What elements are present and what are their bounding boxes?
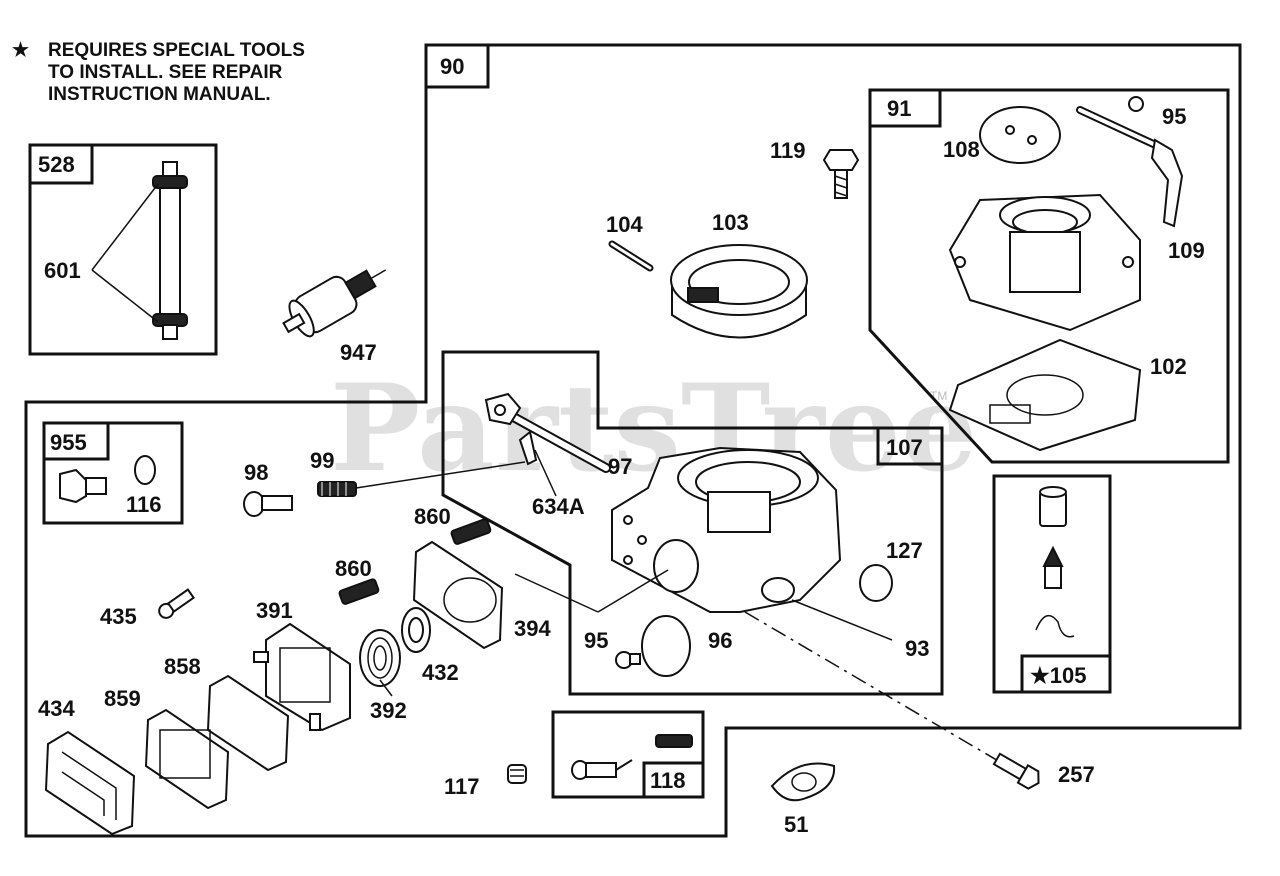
group-105-label: ★105 xyxy=(1030,663,1086,688)
part-98-label[interactable]: 98 xyxy=(244,460,268,485)
spring-392-icon xyxy=(359,629,401,687)
part-93-label[interactable]: 93 xyxy=(905,636,929,661)
float-103-icon xyxy=(670,244,808,339)
screw-119-icon xyxy=(822,149,860,199)
group-528-box[interactable]: 528 xyxy=(28,143,218,356)
note-line-1: REQUIRES SPECIAL TOOLS xyxy=(48,40,305,61)
assembly-outline xyxy=(24,43,1242,838)
part-51-label[interactable]: 51 xyxy=(784,812,808,837)
special-tools-note: ★ REQUIRES SPECIAL TOOLS TO INSTALL. SEE… xyxy=(12,40,305,105)
fuel-filter-icon xyxy=(152,161,188,340)
group-528-label: 528 xyxy=(38,152,75,177)
part-127-label[interactable]: 127 xyxy=(886,538,923,563)
o-ring-icon xyxy=(134,455,156,485)
needle-seat-icon xyxy=(1035,486,1075,638)
pump-cover-434-icon xyxy=(44,730,136,836)
part-394-label[interactable]: 394 xyxy=(514,616,551,641)
needle-valve-icon xyxy=(571,759,633,780)
part-117-label[interactable]: 117 xyxy=(444,774,480,799)
part-860-upper-label[interactable]: 860 xyxy=(414,504,451,529)
group-105-box[interactable]: ★105 xyxy=(992,474,1112,694)
solenoid-icon xyxy=(282,269,386,338)
part-432-label[interactable]: 432 xyxy=(422,660,459,685)
part-109-label[interactable]: 109 xyxy=(1168,238,1205,263)
part-99-label[interactable]: 99 xyxy=(310,448,334,473)
part-104-label[interactable]: 104 xyxy=(606,212,643,237)
group-91-label: 91 xyxy=(887,96,911,121)
part-95-lower-label[interactable]: 95 xyxy=(584,628,608,653)
assembly-axis-line xyxy=(744,611,1001,763)
carburetor-body-icon xyxy=(611,446,842,613)
part-95-upper-label[interactable]: 95 xyxy=(1162,104,1186,129)
part-860-lower-label[interactable]: 860 xyxy=(335,556,372,581)
part-435-label[interactable]: 435 xyxy=(100,604,137,629)
part-392-label[interactable]: 392 xyxy=(370,698,407,723)
plug-127-icon xyxy=(859,564,893,602)
gasket-102-icon xyxy=(948,338,1142,452)
throttle-shaft-icon xyxy=(1076,96,1184,228)
fuel-pump-body-391-icon xyxy=(253,622,351,732)
part-116-label[interactable]: 116 xyxy=(126,492,162,517)
bolt-icon xyxy=(59,468,107,504)
spring-860-upper-icon xyxy=(450,518,492,545)
part-634a-label[interactable]: 634A xyxy=(532,494,585,519)
spring-99-icon xyxy=(317,481,357,497)
part-391-label[interactable]: 391 xyxy=(256,598,293,623)
plug-117-icon xyxy=(507,764,527,784)
part-858-label[interactable]: 858 xyxy=(164,654,201,679)
part-97-label[interactable]: 97 xyxy=(608,454,632,479)
part-102-label[interactable]: 102 xyxy=(1150,354,1187,379)
screw-435-icon xyxy=(158,588,196,619)
group-955-box[interactable]: 955 xyxy=(42,421,184,525)
gasket-859-icon xyxy=(144,708,230,810)
screw-95-icon xyxy=(615,651,641,669)
throttle-plate-96-icon xyxy=(641,615,691,677)
group-90[interactable]: 90 xyxy=(424,43,490,89)
screw-98-icon xyxy=(243,491,293,517)
spring-118-icon xyxy=(655,734,693,748)
part-119-label[interactable]: 119 xyxy=(770,138,806,163)
choke-shaft-icon xyxy=(484,392,611,473)
seal-432-icon xyxy=(401,607,431,653)
spring-860-lower-icon xyxy=(338,578,380,605)
gasket-394-icon xyxy=(412,540,504,650)
group-91-box[interactable]: 91 xyxy=(868,88,1230,464)
group-118-box[interactable]: 118 xyxy=(551,710,705,799)
part-96-label[interactable]: 96 xyxy=(708,628,732,653)
gasket-51-icon xyxy=(770,762,836,802)
group-107-label: 107 xyxy=(886,435,923,460)
carburetor-upper-body-icon xyxy=(948,193,1141,332)
note-line-3: INSTRUCTION MANUAL. xyxy=(48,84,271,105)
note-line-2: TO INSTALL. SEE REPAIR xyxy=(48,62,283,83)
star-icon: ★ xyxy=(12,40,29,61)
part-859-label[interactable]: 859 xyxy=(104,686,141,711)
part-601-label[interactable]: 601 xyxy=(44,258,81,283)
group-955-label: 955 xyxy=(50,430,87,455)
part-434-label[interactable]: 434 xyxy=(38,696,75,721)
part-108-label[interactable]: 108 xyxy=(943,137,980,162)
screw-257-icon xyxy=(992,752,1040,790)
throttle-plate-108-icon xyxy=(979,106,1061,164)
part-947-label[interactable]: 947 xyxy=(340,340,377,365)
group-118-label: 118 xyxy=(650,768,686,793)
group-90-label: 90 xyxy=(440,54,464,79)
part-257-label[interactable]: 257 xyxy=(1058,762,1095,787)
part-103-label[interactable]: 103 xyxy=(712,210,749,235)
